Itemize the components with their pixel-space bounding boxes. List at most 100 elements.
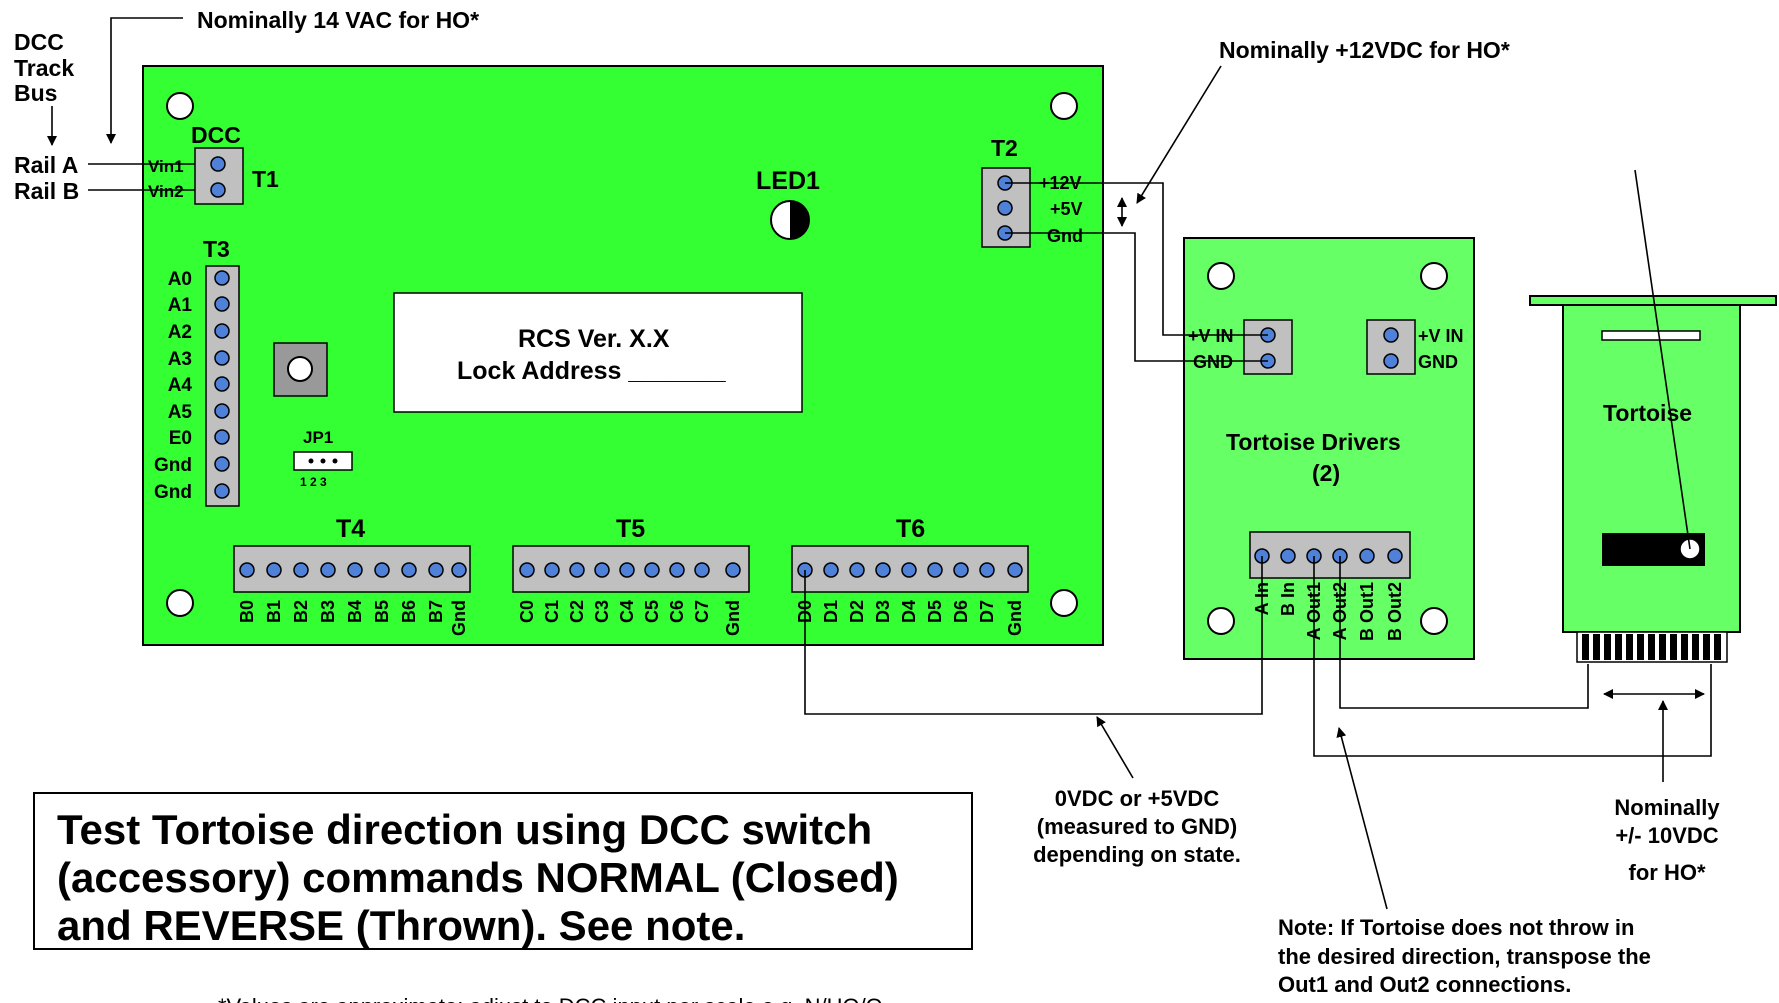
t2-label: T2 — [991, 135, 1018, 161]
svg-text:Gnd: Gnd — [723, 600, 743, 636]
svg-text:A0: A0 — [168, 269, 192, 290]
svg-text:C6: C6 — [667, 600, 687, 623]
drv-output-terminal — [1249, 531, 1411, 579]
tortoise-throw-wire — [1634, 169, 1691, 550]
tortoise-drivers-board — [1183, 237, 1475, 660]
transpose-note: Note: If Tortoise does not throw in the … — [1278, 915, 1651, 997]
rcs-version: RCS Ver. X.X — [518, 325, 670, 353]
svg-text:E0: E0 — [169, 428, 192, 449]
svg-text:C5: C5 — [642, 600, 662, 623]
drv-output-labels: A In B In A Out1 A Out2 B Out1 B Out2 — [1252, 582, 1405, 641]
wire-d0-a-in — [804, 556, 1263, 715]
t1-label: T1 — [252, 166, 279, 192]
svg-text:D4: D4 — [899, 600, 919, 623]
jp1-pin-numbers: 1 2 3 — [300, 475, 327, 489]
svg-text:B1: B1 — [264, 600, 284, 623]
t3-pin-labels: A0 A1 A2 A3 A4 A5 E0 Gnd Gnd — [154, 269, 192, 503]
svg-text:B2: B2 — [291, 600, 311, 623]
mount-hole — [166, 589, 194, 617]
svg-text:for HO*: for HO* — [1629, 860, 1706, 885]
svg-text:B6: B6 — [399, 600, 419, 623]
drivers-title: Tortoise Drivers — [1226, 429, 1401, 455]
svg-text:D1: D1 — [821, 600, 841, 623]
svg-text:C7: C7 — [692, 600, 712, 623]
note-pointer — [1336, 727, 1388, 910]
svg-text:0VDC or +5VDC: 0VDC or +5VDC — [1055, 786, 1220, 811]
rail-a-label: Rail A — [14, 152, 78, 178]
svg-text:B4: B4 — [345, 600, 365, 623]
tortoise-edge-connector — [1576, 631, 1728, 663]
svg-text:A3: A3 — [168, 349, 192, 370]
t2-pin-gnd: Gnd — [1047, 226, 1083, 246]
vac-arrow — [106, 17, 183, 144]
svg-text:A4: A4 — [168, 375, 193, 396]
svg-text:B Out2: B Out2 — [1385, 582, 1405, 641]
dcc-label: DCC — [191, 122, 241, 148]
mount-hole — [166, 92, 194, 120]
drv-right-gnd: GND — [1418, 352, 1458, 372]
svg-text:C4: C4 — [617, 600, 637, 623]
t5-label: T5 — [616, 515, 645, 543]
led1-label: LED1 — [756, 167, 820, 195]
drv-left-gnd: GND — [1193, 352, 1233, 372]
t6-label: T6 — [896, 515, 925, 543]
test-instruction: Test Tortoise direction using DCC switch… — [57, 806, 899, 949]
footnote: *Values are approximate; adjust to DCC i… — [218, 994, 883, 1003]
drv-left-vin: +V IN — [1188, 326, 1234, 346]
svg-text:Out1 and Out2 connections.: Out1 and Out2 connections. — [1278, 972, 1571, 997]
vdc10-note: Nominally +/- 10VDC for HO* — [1614, 795, 1720, 885]
vin1-label: Vin1 — [148, 157, 184, 176]
v12-label: Nominally +12VDC for HO* — [1219, 37, 1510, 63]
svg-text:B In: B In — [1278, 582, 1298, 616]
mount-hole — [1420, 262, 1448, 290]
t1-pin — [210, 182, 226, 198]
svg-text:Nominally: Nominally — [1614, 795, 1720, 820]
svg-text:C1: C1 — [542, 600, 562, 623]
svg-text:D5: D5 — [925, 600, 945, 623]
vin2-label: Vin2 — [148, 182, 184, 201]
t4-pin-labels: B0 B1 B2 B3 B4 B5 B6 B7 Gnd — [237, 600, 469, 636]
drv-right-vin: +V IN — [1418, 326, 1464, 346]
t6-pins — [797, 562, 1023, 578]
vac-label: Nominally 14 VAC for HO* — [197, 7, 479, 33]
mount-hole — [1050, 589, 1078, 617]
mount-hole — [1207, 607, 1235, 635]
t3-label: T3 — [203, 236, 230, 262]
t5-pins — [519, 562, 741, 578]
t6-pin-labels: D0 D1 D2 D3 D4 D5 D6 D7 Gnd — [795, 600, 1025, 636]
svg-text:C2: C2 — [567, 600, 587, 623]
svg-text:Gnd: Gnd — [1005, 600, 1025, 636]
dcc-bus-label-2: Track — [14, 55, 74, 81]
svg-text:Gnd: Gnd — [449, 600, 469, 636]
svg-text:B Out1: B Out1 — [1357, 582, 1377, 641]
svg-text:Gnd: Gnd — [154, 482, 192, 503]
wire-gnd — [1005, 232, 1268, 362]
tortoise-slot — [1601, 330, 1701, 341]
tortoise-body — [1562, 304, 1741, 633]
svg-text:D2: D2 — [847, 600, 867, 623]
dcc-bus-label-1: DCC — [14, 29, 64, 55]
t2-pin-5v: +5V — [1050, 199, 1083, 219]
svg-text:+/- 10VDC: +/- 10VDC — [1615, 823, 1718, 848]
svg-text:D3: D3 — [873, 600, 893, 623]
tortoise-label: Tortoise — [1603, 400, 1692, 426]
t3-pins — [214, 270, 230, 499]
rcs-label-box — [393, 292, 803, 413]
svg-text:B3: B3 — [318, 600, 338, 623]
dcc-bus-label-3: Bus — [14, 80, 57, 106]
rail-b-label: Rail B — [14, 178, 79, 204]
pushbutton-cap — [287, 356, 313, 382]
wire-a-out2 — [1339, 556, 1589, 709]
jp1-label: JP1 — [303, 428, 333, 447]
svg-text:the desired direction, transpo: the desired direction, transpose the — [1278, 944, 1651, 969]
t1-pin — [210, 156, 226, 172]
mount-hole — [1050, 92, 1078, 120]
t5-pin-labels: C0 C1 C2 C3 C4 C5 C6 C7 Gnd — [517, 600, 743, 636]
svg-text:D6: D6 — [951, 600, 971, 623]
svg-text:A1: A1 — [168, 295, 193, 316]
svg-text:Note: If Tortoise does not thr: Note: If Tortoise does not throw in — [1278, 915, 1634, 940]
lock-address: Lock Address _______ — [457, 357, 727, 385]
svg-text:B5: B5 — [372, 600, 392, 623]
svg-text:C3: C3 — [592, 600, 612, 623]
